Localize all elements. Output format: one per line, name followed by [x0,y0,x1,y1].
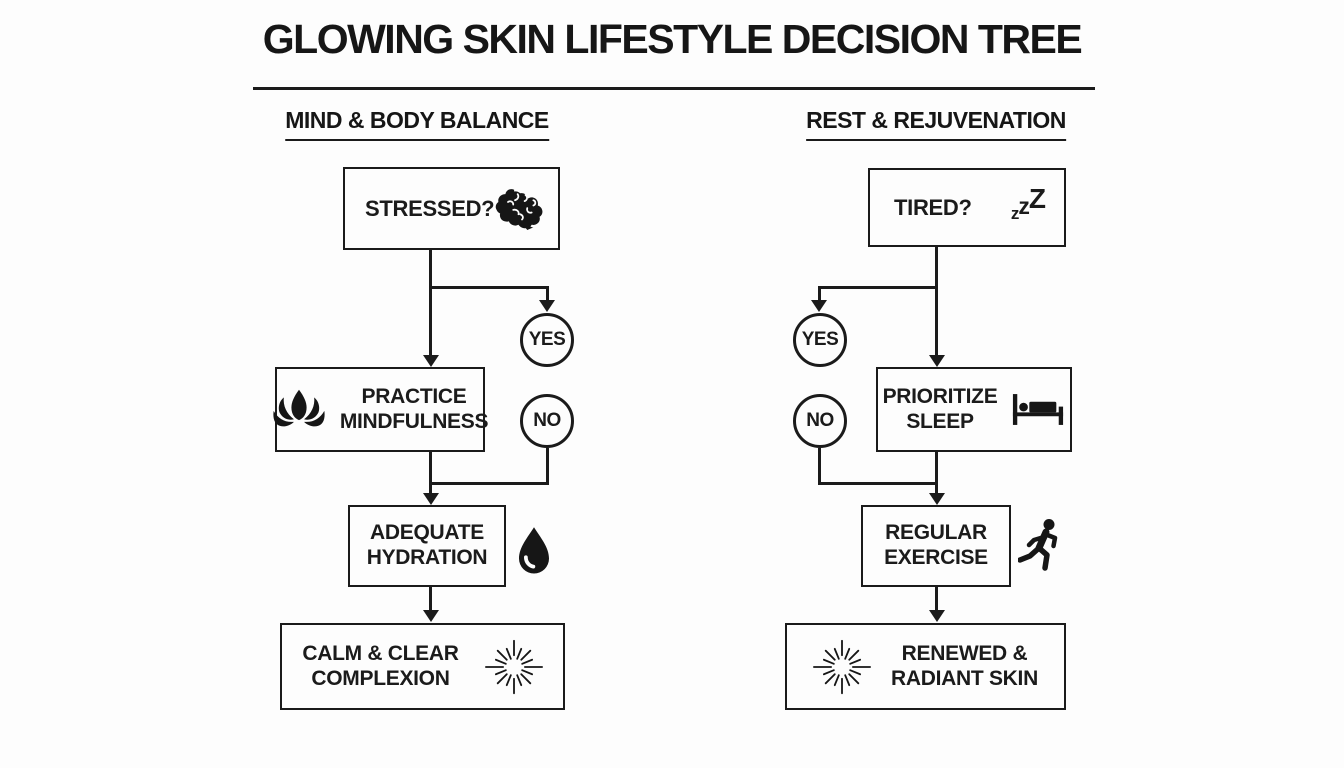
node-label-line: RADIANT SKIN [891,666,1038,690]
node-label: PRACTICE MINDFULNESS [339,384,489,435]
connector-line [935,247,938,356]
node-label-line: RENEWED & [901,641,1028,665]
branch-label: NO [806,410,834,431]
node-practice-mindfulness: PRACTICE MINDFULNESS [272,367,489,452]
node-label: CALM & CLEAR COMPLEXION [302,641,459,692]
node-tired-question: TIRED? z z Z [868,168,1066,247]
column-header-rest: REST & REJUVENATION [806,107,1066,141]
arrowhead-down [539,300,555,312]
connector-line [429,482,549,485]
node-label: ADEQUATE HYDRATION [367,521,488,571]
zzz-icon: z z Z [1010,182,1046,223]
column-header-mind-body: MIND & BODY BALANCE [285,107,549,141]
node-label-line: PRACTICE [361,384,467,408]
connector-line [818,286,821,300]
branch-label: YES [801,329,839,350]
connector-line [429,250,432,356]
node-label: PRIORITIZE SLEEP [883,385,998,435]
water-drop-icon [514,526,554,576]
connector-line [819,286,938,289]
sparkle-icon [484,638,543,696]
connector-line [429,587,432,611]
arrowhead-down [929,493,945,505]
sparkle-icon [813,638,872,696]
branch-yes-left: YES [520,313,574,367]
node-label: RENEWED & RADIANT SKIN [891,642,1038,692]
connector-line [546,286,549,300]
runner-icon [1017,517,1064,573]
node-label-line: SLEEP [906,409,974,433]
connector-line [935,587,938,611]
node-label-line: EXERCISE [884,546,988,569]
branch-no-left: NO [520,394,574,448]
node-label-line: ADEQUATE [370,521,484,545]
node-stressed-question: STRESSED? [343,167,560,250]
node-prioritize-sleep: PRIORITIZE SLEEP [876,367,1072,452]
node-label: STRESSED? [365,195,495,221]
connector-line [429,452,432,496]
arrowhead-down [423,355,439,367]
connector-line [935,452,938,496]
title-divider [253,87,1095,90]
node-label-line: PRIORITIZE [882,384,998,408]
node-label: REGULAR EXERCISE [884,521,988,571]
connector-line [818,448,821,485]
arrowhead-down [423,610,439,622]
page-title: GLOWING SKIN LIFESTYLE DECISION TREE [262,16,1083,62]
connector-line [819,482,938,485]
node-label-line: REGULAR [885,521,987,545]
arrowhead-down [929,355,945,367]
node-label: TIRED? [894,194,972,220]
arrowhead-down [811,300,827,312]
branch-label: YES [528,329,566,350]
connector-line [429,286,549,289]
bed-icon [1011,391,1065,428]
branch-label: NO [533,410,561,431]
lotus-icon [272,389,326,431]
node-label-line: CALM & CLEAR [302,641,459,665]
arrowhead-down [929,610,945,622]
branch-no-right: NO [793,394,847,448]
node-label-line: COMPLEXION [311,666,450,690]
node-label-line: HYDRATION [366,546,488,569]
node-label-line: MINDFULNESS [339,409,489,433]
node-renewed-radiant-skin: RENEWED & RADIANT SKIN [785,623,1066,710]
arrowhead-down [423,493,439,505]
node-adequate-hydration: ADEQUATE HYDRATION [348,505,506,587]
brain-icon [494,184,550,234]
branch-yes-right: YES [793,313,847,367]
connector-line [546,448,549,485]
node-regular-exercise: REGULAR EXERCISE [861,505,1011,587]
node-calm-clear-complexion: CALM & CLEAR COMPLEXION [280,623,565,710]
